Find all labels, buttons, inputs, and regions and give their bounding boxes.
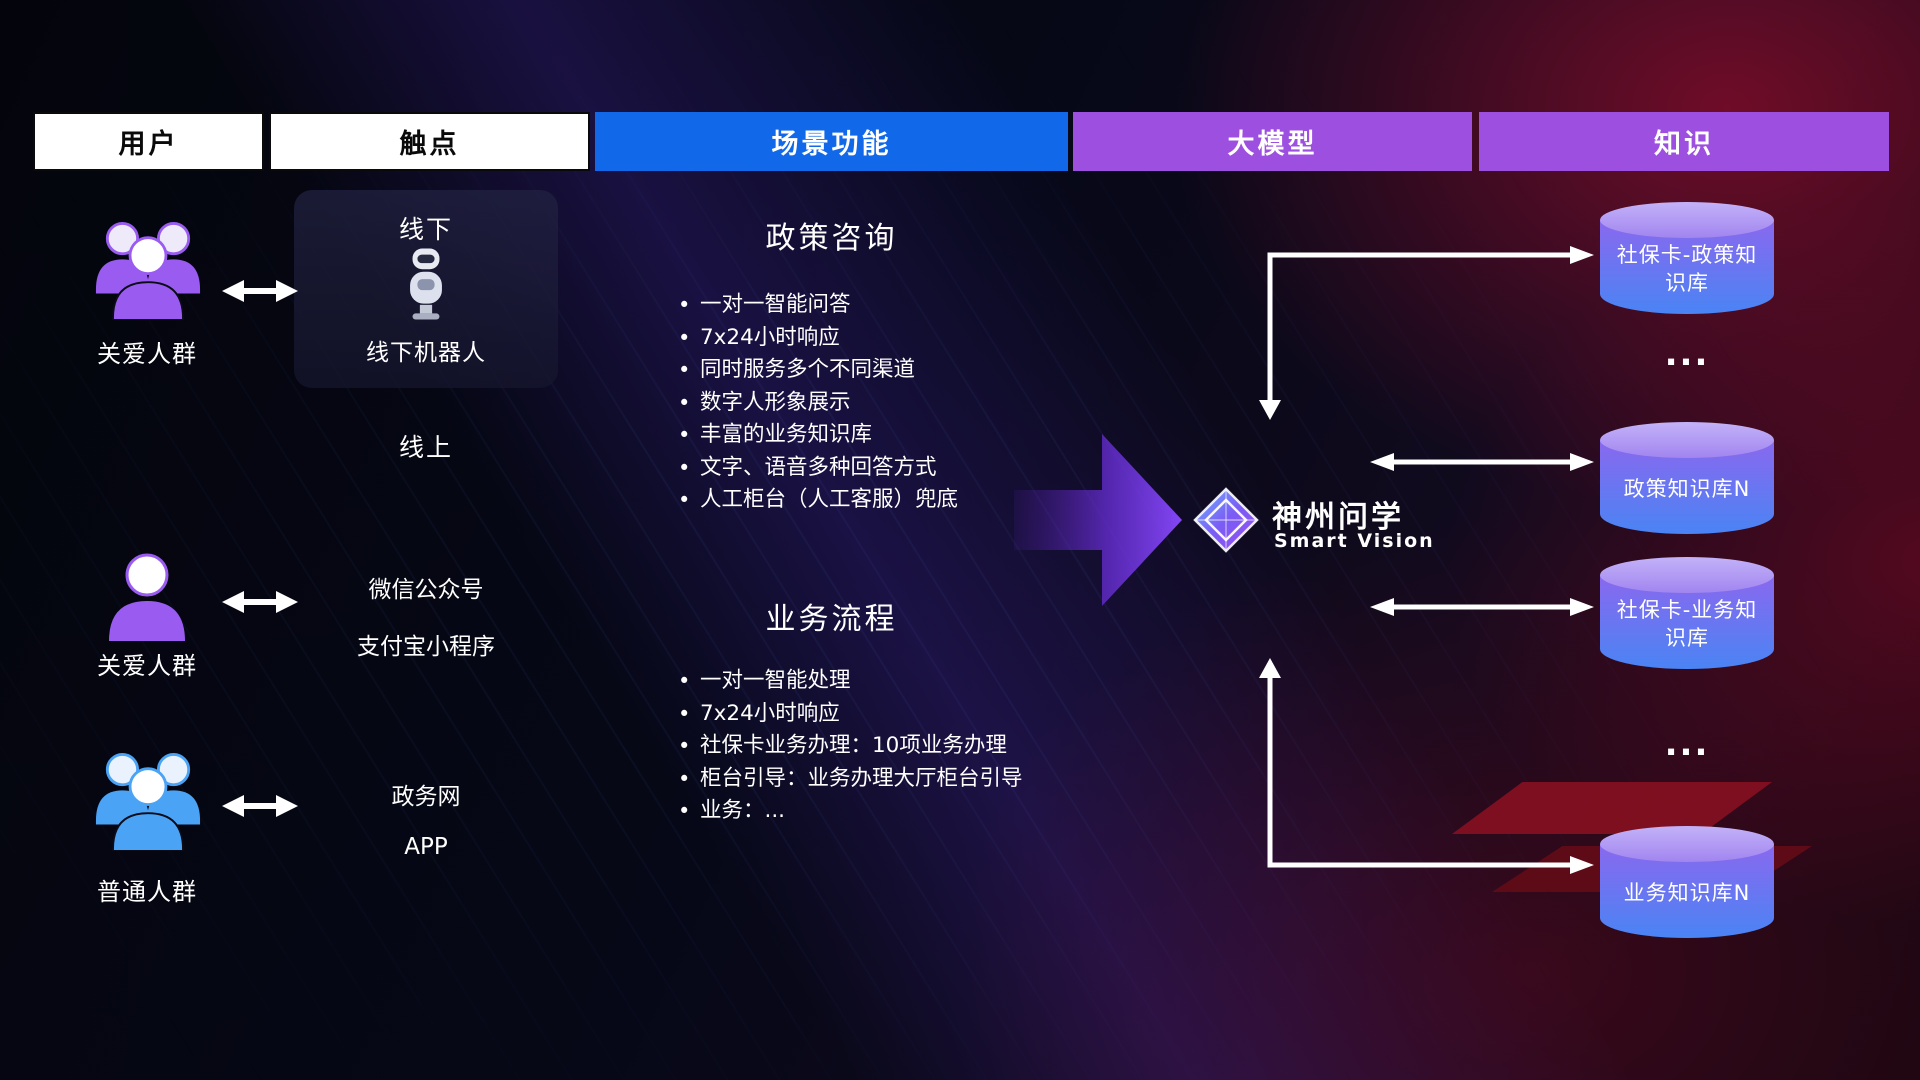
column-header-user: 用户 — [33, 112, 264, 171]
scenario-title-business: 业务流程 — [765, 602, 898, 637]
bullet-item: 数字人形象展示 — [676, 387, 958, 420]
column-header-touchpoint: 触点 — [269, 112, 590, 171]
brand-name: 神州问学 — [1272, 500, 1404, 535]
cylinder-top — [1600, 422, 1774, 458]
online-title: 线上 — [398, 433, 453, 462]
bullet-item: 人工柜台（人工客服）兜底 — [676, 484, 958, 517]
bullet-item: 柜台引导：业务办理大厅柜台引导 — [676, 763, 1023, 796]
knowledge-db-label: 业务知识库N — [1623, 880, 1751, 905]
bullet-item: 社保卡业务办理：10项业务办理 — [676, 730, 1023, 763]
user-single-purple-icon — [109, 553, 185, 641]
channel-gov-web: 政务网 — [391, 784, 461, 810]
bullet-item: 一对一智能问答 — [676, 289, 958, 322]
knowledge-db-label: 社保卡-业务知识库 — [1616, 597, 1758, 650]
business-bullet-list: 一对一智能处理 7x24小时响应 社保卡业务办理：10项业务办理 柜台引导：业务… — [676, 665, 1023, 828]
bullet-item: 文字、语音多种回答方式 — [676, 452, 958, 485]
user-group-label: 关爱人群 — [97, 340, 197, 368]
channel-app: APP — [404, 834, 448, 860]
offline-robot-label: 线下机器人 — [366, 340, 486, 366]
knowledge-db-policy-sscard: 社保卡-政策知识库 — [1600, 202, 1774, 314]
knowledge-db-business-n: 业务知识库N — [1600, 826, 1774, 938]
column-header-model: 大模型 — [1073, 112, 1472, 171]
bullet-item: 一对一智能处理 — [676, 665, 1023, 698]
knowledge-db-label: 社保卡-政策知识库 — [1616, 242, 1758, 295]
channel-alipay: 支付宝小程序 — [357, 634, 495, 660]
knowledge-db-business-sscard: 社保卡-业务知识库 — [1600, 557, 1774, 669]
bullet-item: 业务：... — [676, 795, 1023, 828]
arrow-model-to-db1 — [1267, 252, 1572, 402]
user-single-label: 关爱人群 — [97, 652, 197, 680]
policy-bullet-list: 一对一智能问答 7x24小时响应 同时服务多个不同渠道 数字人形象展示 丰富的业… — [676, 289, 958, 517]
bullet-item: 7x24小时响应 — [676, 698, 1023, 731]
knowledge-db-label: 政策知识库N — [1623, 476, 1751, 501]
flow-arrow-icon — [1014, 434, 1182, 606]
user-group-blue-icon — [95, 753, 201, 851]
cylinder-top — [1600, 202, 1774, 238]
scenario-title-policy: 政策咨询 — [765, 221, 898, 256]
brand-logo-icon — [1193, 487, 1259, 553]
bullet-item: 7x24小时响应 — [676, 322, 958, 355]
knowledge-ellipsis: ... — [1664, 724, 1710, 764]
bullet-item: 丰富的业务知识库 — [676, 419, 958, 452]
robot-icon — [410, 248, 442, 320]
arrow-model-to-db4 — [1267, 676, 1572, 868]
knowledge-ellipsis: ... — [1664, 334, 1710, 374]
bullet-item: 同时服务多个不同渠道 — [676, 354, 958, 387]
cylinder-top — [1600, 557, 1774, 593]
column-header-scenario: 场景功能 — [595, 112, 1068, 171]
cylinder-top — [1600, 826, 1774, 862]
brand-subtitle: Smart Vision — [1274, 530, 1435, 552]
user-group-ordinary-label: 普通人群 — [97, 878, 197, 906]
knowledge-db-policy-n: 政策知识库N — [1600, 422, 1774, 534]
column-header-knowledge: 知识 — [1479, 112, 1889, 171]
offline-title: 线下 — [398, 215, 453, 244]
user-group-purple-icon — [95, 222, 201, 320]
channel-wechat: 微信公众号 — [368, 577, 484, 603]
